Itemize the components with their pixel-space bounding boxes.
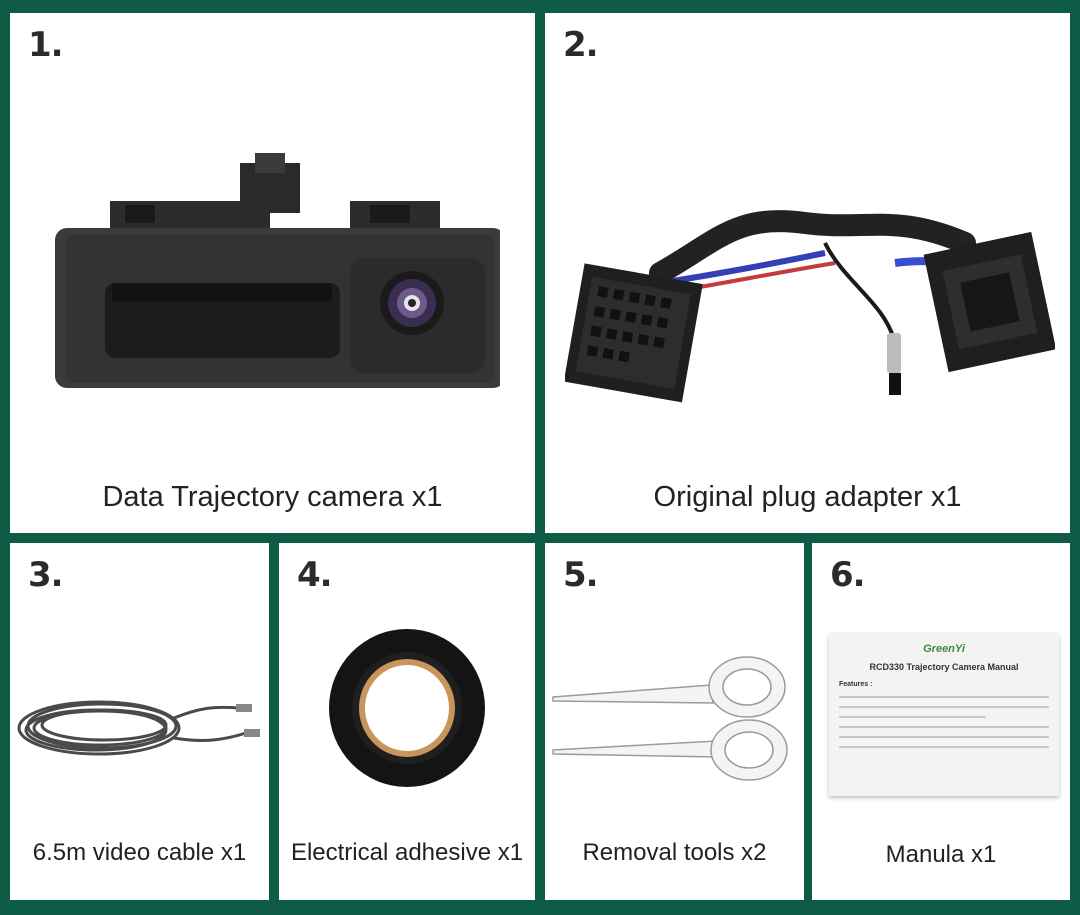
item-panel-tape: 4. Electrical adhesive x1 (279, 543, 535, 900)
manual-title: RCD330 Trajectory Camera Manual (869, 662, 1019, 672)
item-caption: 6.5m video cable x1 (32, 839, 247, 866)
item-number: 2. (563, 25, 599, 65)
item-caption: Removal tools x2 (582, 839, 767, 866)
item-caption: Data Trajectory camera x1 (102, 481, 443, 513)
manual-text-line (839, 696, 1049, 698)
item-number: 1. (28, 25, 64, 65)
video-cable-image (17, 700, 260, 756)
item-number: 6. (830, 555, 866, 595)
item-number: 5. (563, 555, 599, 595)
camera-handle-image (55, 153, 500, 388)
manual-text-line (839, 746, 1049, 748)
removal-tools-image (552, 656, 788, 781)
item-panel-tools: 5. Removal tools x2 (545, 543, 804, 900)
manual-text-line (839, 706, 1049, 708)
item-caption: Manula x1 (885, 841, 997, 868)
item-panel-adapter: 2. Orig (545, 13, 1070, 533)
manual-text-line (839, 736, 1049, 738)
manual-features-label: Features : (839, 681, 873, 688)
item-panel-cable: 3. 6.5m video cable x1 (10, 543, 269, 900)
manual-image: GreenYi RCD330 Trajectory Camera Manual … (829, 633, 1059, 796)
item-caption: Original plug adapter x1 (653, 481, 962, 513)
manual-brand: GreenYi (923, 643, 965, 655)
manual-text-line (839, 726, 1049, 728)
item-number: 4. (297, 555, 333, 595)
item-panel-manual: 6. GreenYi RCD330 Trajectory Camera Manu… (812, 543, 1070, 900)
item-number: 3. (28, 555, 64, 595)
item-panel-camera: 1. Data Trajectory camera x1 (10, 13, 535, 533)
item-caption: Electrical adhesive x1 (290, 839, 524, 866)
manual-text-line (839, 716, 986, 718)
plug-adapter-image (565, 210, 1055, 403)
tape-roll-image (329, 629, 485, 787)
